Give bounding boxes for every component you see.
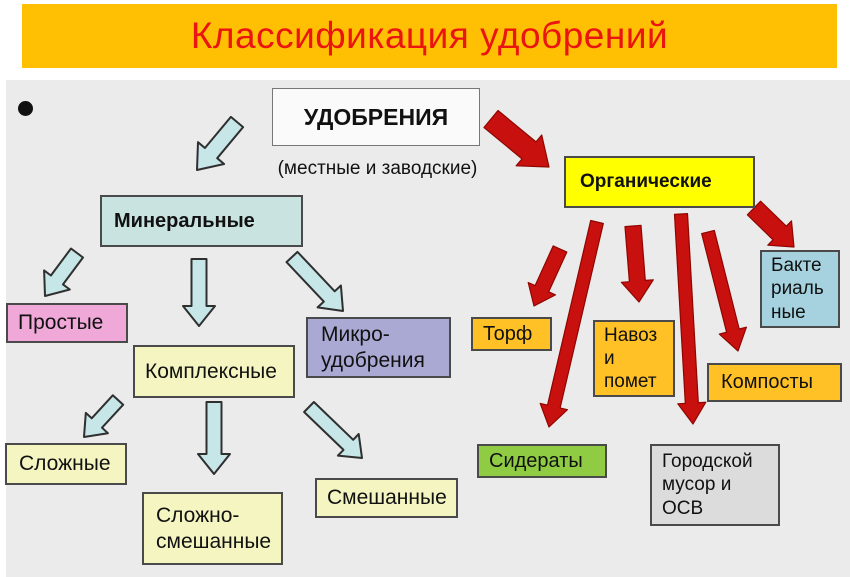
node-composts: Компосты <box>707 363 842 402</box>
node-organic: Органические <box>564 156 755 208</box>
node-mixed: Смешанные <box>315 478 458 518</box>
node-bacterial: Бакте риаль ные <box>760 250 840 328</box>
node-fertilizers: УДОБРЕНИЯ <box>272 88 480 146</box>
node-simple: Простые <box>6 303 128 343</box>
node-green-manure: Сидераты <box>477 444 607 478</box>
node-micro-fertilizers: Микро- удобрения <box>306 317 451 378</box>
node-peat: Торф <box>471 317 552 351</box>
note-local-and-industrial: (местные и заводские) <box>277 158 478 179</box>
node-mineral: Минеральные <box>100 195 303 247</box>
node-compound: Сложные <box>5 443 127 485</box>
node-manure-and-droppings: Навоз и помет <box>593 320 675 397</box>
node-compound-mixed: Сложно- смешанные <box>142 492 283 565</box>
node-complex: Комплексные <box>133 345 295 398</box>
bullet-point <box>18 101 33 116</box>
slide-title: Классификация удобрений <box>190 15 669 56</box>
title-banner: Классификация удобрений <box>22 4 837 68</box>
node-city-waste-and-osv: Городской мусор и ОСВ <box>650 444 780 526</box>
